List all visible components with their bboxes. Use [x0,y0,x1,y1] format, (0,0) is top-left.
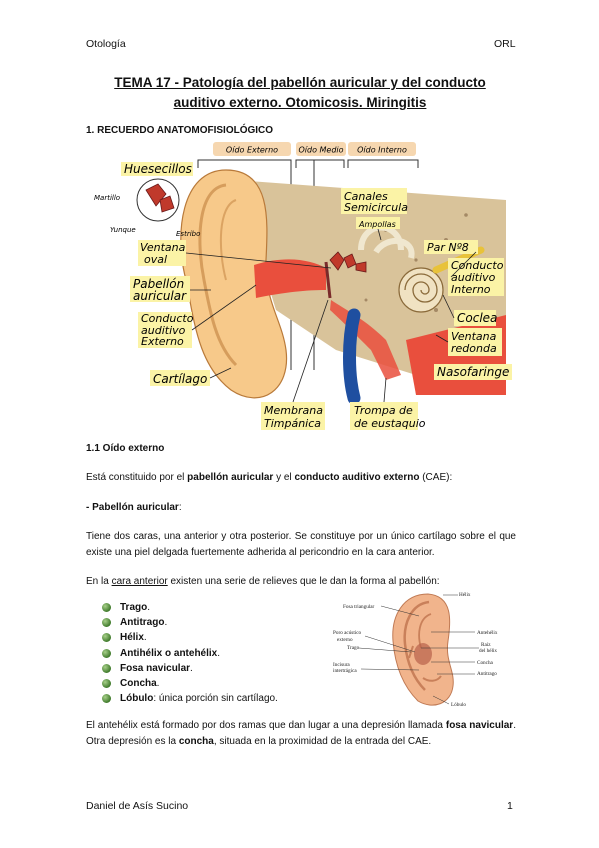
bullet-icon [102,603,111,612]
list-item: Lóbulo: única porción sin cartílago. [100,691,320,706]
label-conducto-int-2: auditivo [451,271,496,284]
page-title: TEMA 17 - Patología del pabellón auricul… [70,73,530,113]
list-item: Fosa navicular. [100,661,320,676]
label-incisura-2: intertrágica [333,668,357,674]
subheading-pabellon: - Pabellón auricular: [86,502,182,513]
label-poro-1: Poro acústico [333,630,361,636]
tab-oido-interno [348,142,416,156]
label-ventana-red-2: redonda [451,342,497,355]
tab-oido-externo [213,142,291,156]
paragraph-caras: Tiene dos caras, una anterior y otra pos… [86,531,516,558]
tympanic-membrane [324,261,332,299]
label-estribo: Estribo [176,230,200,238]
temporal-bone [236,180,506,375]
ear-anatomy-figure: Oído Externo Oído Medio Oído Interno [94,142,512,430]
paragraph-cara-anterior: En la cara anterior existen una serie de… [86,576,440,587]
label-ampollas: Ampollas [358,220,396,229]
auricle-figure: Hélix Fosa triangular Antehélix Poro acú… [333,592,498,708]
label-membrana-1: Membrana [264,404,323,417]
label-oido-interno: Oído Interno [357,146,407,155]
label-antitrago: Antitrago [477,671,497,677]
carotid-vessel [343,308,361,405]
label-pabellon-2: auricular [133,289,187,303]
tab-oido-medio [296,142,346,156]
label-conducto-int-1: Conducto [451,259,504,272]
list-item: Hélix. [100,630,320,645]
bullet-icon [102,694,111,704]
label-par8: Par Nº8 [427,241,469,254]
ossicles [329,251,367,273]
list-item: Antihélix o antehélix. [100,646,320,661]
label-concha: Concha [477,660,494,666]
paragraph-antehelix: El antehélix está formado por dos ramas … [86,720,516,747]
label-yunque: Yunque [110,226,136,234]
bullet-icon [102,618,111,628]
label-trompa-2: de eustaquio [354,417,426,430]
label-raiz-1: Raíz [481,642,491,648]
label-martillo: Martillo [94,194,120,202]
bracket-medio [295,159,345,168]
label-conducto-ext-2: auditivo [141,324,186,337]
bullet-icon [102,663,111,673]
paragraph-intro: Está constituido por el pabellón auricul… [86,472,453,483]
label-oido-externo: Oído Externo [226,146,278,155]
label-coclea: Coclea [457,311,497,325]
label-ventana-oval-1: Ventana [140,241,186,254]
concha-shape [414,643,432,665]
bracket-interno [347,159,419,168]
label-incisura-1: Incisura [333,662,350,668]
title-line-1: TEMA 17 - Patología del pabellón auricul… [114,75,486,90]
bullet-icon [102,678,111,688]
label-poro-2: externo [337,637,353,643]
label-canales-1: Canales [344,190,388,203]
label-fosa-triangular: Fosa triangular [343,604,375,610]
bullet-icon [102,633,111,643]
label-oido-medio: Oído Medio [298,146,343,155]
footer-author: Daniel de Asís Sucino [86,800,189,812]
label-conducto-ext-1: Conducto [141,312,194,325]
label-trompa-1: Trompa de [354,404,413,417]
label-cartilago: Cartílago [153,372,207,386]
label-raiz-2: del hélix [479,648,497,654]
label-ventana-red-1: Ventana [451,330,497,343]
bullet-icon [102,648,111,658]
label-antehelix: Antehélix [477,630,498,636]
external-auditory-canal [254,259,326,298]
page-number: 1 [507,800,513,812]
list-item: Trago. [100,600,320,615]
label-nasofaringe: Nasofaringe [437,365,509,379]
label-trago: Trago [347,645,360,651]
cochlea [398,267,444,313]
title-line-2: auditivo externo. Otomicosis. Miringitis [173,95,427,110]
header-right: ORL [494,38,516,50]
subsection-oido-externo: 1.1 Oído externo [86,443,165,454]
label-helix: Hélix [459,592,471,598]
list-item: Antitrago. [100,615,320,630]
section-heading: 1. RECUERDO ANATOMOFISIOLÓGICO [86,125,274,136]
label-conducto-ext-3: Externo [141,335,184,348]
label-huesecillos: Huesecillos [124,162,192,176]
header-left: Otología [86,38,126,50]
label-ventana-oval-2: oval [144,253,167,266]
label-pabellon-1: Pabellón [133,277,184,291]
relieves-list: Trago. Antitrago. Hélix. Antihélix o ant… [100,600,320,706]
label-canales-2: Semicircula [344,201,408,214]
bracket-externo [197,159,292,168]
label-lobulo: Lóbulo [451,702,466,708]
label-membrana-2: Timpánica [264,417,321,430]
list-item: Concha. [100,676,320,691]
label-conducto-int-3: Interno [451,283,491,296]
